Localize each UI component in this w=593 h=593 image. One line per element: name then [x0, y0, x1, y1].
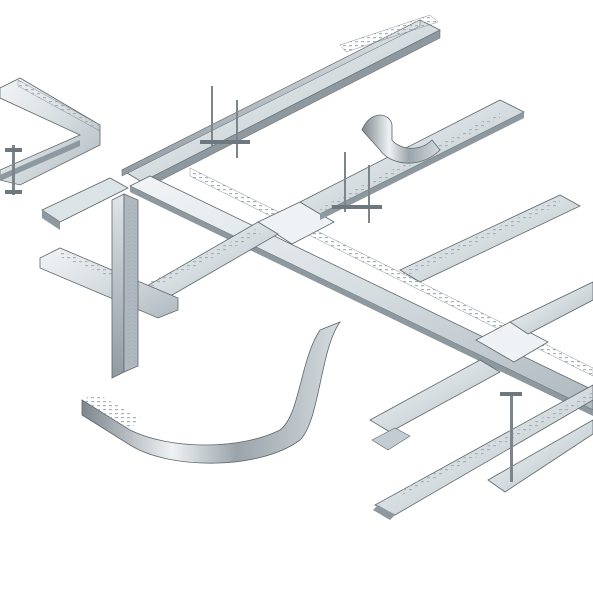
- right-branch-tray: [399, 194, 593, 335]
- vertical-bend-fitting: [361, 114, 441, 164]
- cover-plate: [41, 177, 129, 230]
- bottom-hanger-bracket: [500, 392, 522, 482]
- hanger-bracket: [5, 145, 22, 195]
- right-cross-fitting: [475, 321, 549, 363]
- s-bend-tray: [81, 321, 342, 464]
- top-left-elbow-tray: [0, 77, 101, 186]
- threaded-rod: [200, 86, 382, 223]
- branch-down-left-tray: [139, 221, 279, 303]
- vertical-riser-tray: [111, 193, 139, 379]
- bottom-right-tray: [373, 384, 593, 520]
- lower-right-tray: [369, 359, 501, 451]
